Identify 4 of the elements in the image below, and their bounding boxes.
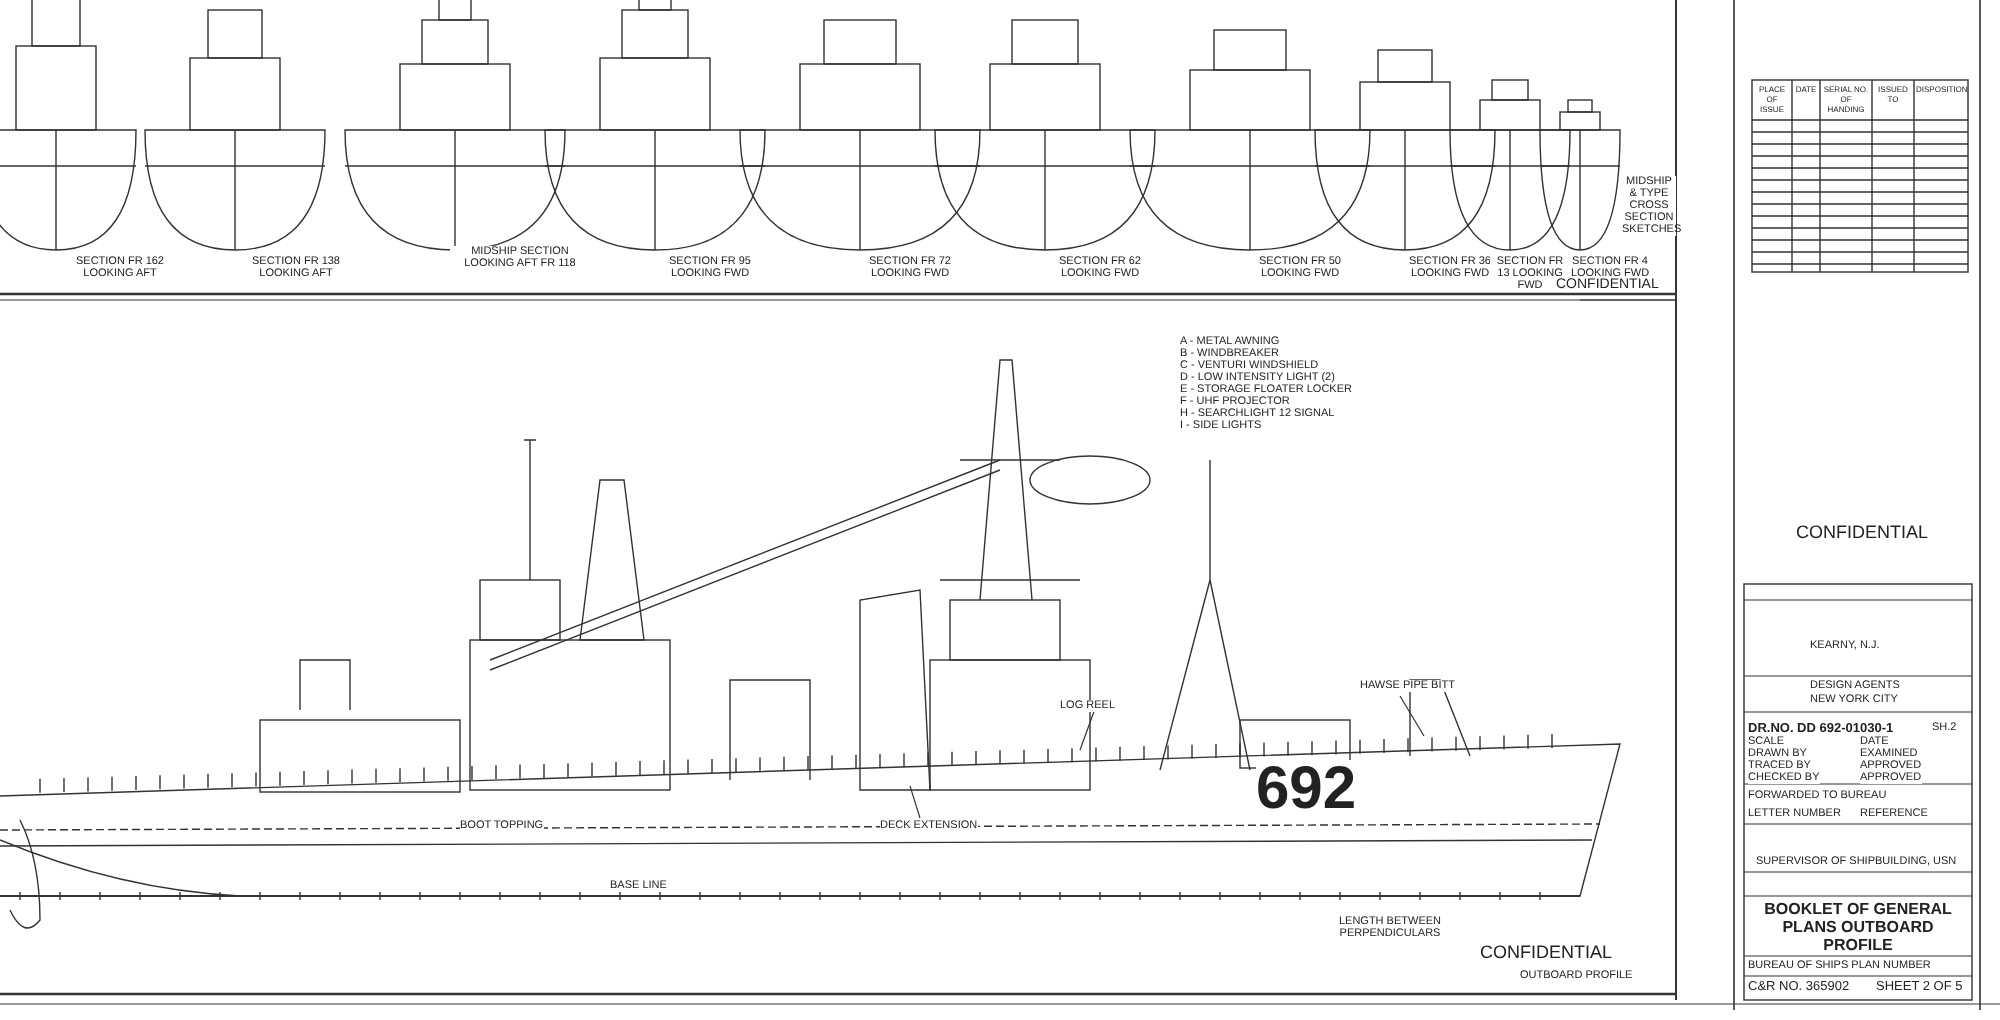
leader-line — [1399, 695, 1425, 737]
classification-mark: CONFIDENTIAL — [1480, 944, 1613, 962]
classification-mark: CONFIDENTIAL — [1796, 524, 1929, 542]
leader-line — [909, 785, 921, 819]
